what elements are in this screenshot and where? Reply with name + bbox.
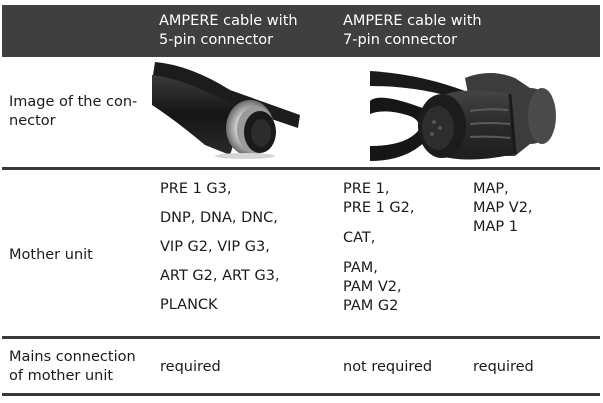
row-label-image: Image of the con- nector <box>9 93 137 131</box>
divider-3 <box>2 393 600 396</box>
list-item: MAP V2, <box>473 200 533 216</box>
list-item: PRE 1 G2, <box>343 200 415 216</box>
header-5pin-line1: AMPERE cable with <box>159 13 298 29</box>
table-header: AMPERE cable with 5-pin connector AMPERE… <box>2 5 600 57</box>
row-label-mains-line1: Mains connection <box>9 349 136 365</box>
list-item: PLANCK <box>160 297 218 313</box>
5-pin-connector-icon <box>152 62 300 159</box>
row-label-image-line1: Image of the con- <box>9 94 138 110</box>
list-item: PRE 1, <box>343 181 390 197</box>
row-label-mains-line2: of mother unit <box>9 368 114 384</box>
divider-2 <box>2 336 600 339</box>
row-label-image-line2: nector <box>9 113 56 129</box>
list-item: MAP, <box>473 181 509 197</box>
header-7pin-line2: 7-pin connector <box>343 32 458 48</box>
7-pin-connector-icon <box>370 71 556 161</box>
list-item: PAM V2, <box>343 279 402 295</box>
mains-5pin-value: required <box>160 359 221 375</box>
list-item: VIP G2, VIP G3, <box>160 239 270 255</box>
row-label-mains: Mains connection of mother unit <box>9 348 136 386</box>
mains-7pin-value-a: not required <box>343 359 433 375</box>
divider-1 <box>2 167 600 170</box>
list-item: CAT, <box>343 230 376 246</box>
list-item: PAM, <box>343 260 378 276</box>
header-5-pin-cable: AMPERE cable with 5-pin connector <box>159 12 298 50</box>
list-item: PRE 1 G3, <box>160 181 232 197</box>
header-7pin-line1: AMPERE cable with <box>343 13 482 29</box>
7-pin-connector-image <box>370 66 570 166</box>
mains-7pin-value-b: required <box>473 359 534 375</box>
row-label-mother-unit: Mother unit <box>9 247 93 263</box>
list-item: DNP, DNA, DNC, <box>160 210 278 226</box>
5-pin-connector-image <box>150 60 310 160</box>
header-7-pin-cable: AMPERE cable with 7-pin connector <box>343 12 482 50</box>
list-item: PAM G2 <box>343 298 399 314</box>
header-5pin-line2: 5-pin connector <box>159 32 274 48</box>
list-item: ART G2, ART G3, <box>160 268 280 284</box>
list-item: MAP 1 <box>473 219 519 235</box>
